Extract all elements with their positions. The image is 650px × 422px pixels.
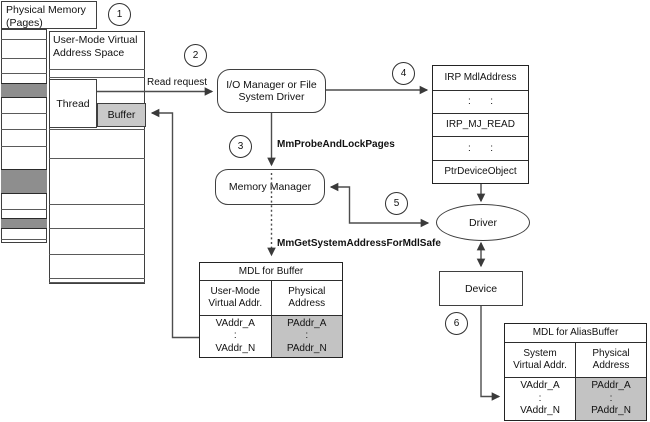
thread-label: Thread <box>56 97 90 110</box>
page-row-line <box>1 129 47 130</box>
mdl-alias-title: MDL for AliasBuffer <box>532 327 619 339</box>
memory-manager-box: Memory Manager <box>215 169 325 205</box>
address-row-line <box>49 254 145 255</box>
mdl-alias-col1-header: System Virtual Addr. <box>513 347 567 372</box>
irp-row-dots: : : <box>433 136 528 159</box>
driver-ellipse: Driver <box>436 204 530 241</box>
page-row-line <box>1 58 47 59</box>
get-system-address-label: MmGetSystemAddressForMdlSafe <box>277 238 441 249</box>
user-mode-label: User-Mode Virtual Address Space <box>53 34 138 59</box>
arrow-mdl-to-buffer <box>150 108 199 339</box>
mdl-alias-col2-header: Physical Address <box>575 343 646 377</box>
used-page-row <box>1 83 47 98</box>
address-row-line <box>49 77 145 78</box>
mdl-buffer-paddr-cell: PAddr_A : PAddr_N <box>270 316 342 357</box>
used-page-row <box>1 169 47 194</box>
address-row-line <box>49 158 145 159</box>
arrow-device-to-alias-mdl <box>480 306 501 401</box>
address-row-line <box>49 129 145 130</box>
address-row-line <box>49 228 145 229</box>
irp-row-ptrdeviceobject: PtrDeviceObject <box>433 159 528 183</box>
irp-row-dots: : : <box>433 89 528 113</box>
mdl-buffer-col1-header: User-Mode Virtual Addr. <box>208 285 263 310</box>
physical-memory-label: Physical Memory (Pages) <box>6 4 86 29</box>
irp-table: IRP MdlAddress : : IRP_MJ_READ : : PtrDe… <box>432 65 529 184</box>
step-badge-2: 2 <box>184 44 207 67</box>
probe-and-lock-label: MmProbeAndLockPages <box>277 139 395 150</box>
page-row-line <box>1 146 47 147</box>
irp-row-mj-read: IRP_MJ_READ <box>433 113 528 136</box>
step-badge-3: 3 <box>229 135 252 158</box>
mdl-buffer-col2-header: Physical Address <box>270 281 343 315</box>
read-request-label: Read request <box>147 77 208 88</box>
address-row-line <box>49 204 145 205</box>
user-mode-column <box>49 31 145 284</box>
mdl-buffer-vaddr-cell: VAddr_A : VAddr_N <box>215 317 256 354</box>
page-row-line <box>1 39 47 40</box>
buffer-label: Buffer <box>107 109 136 121</box>
thread-box: Thread <box>49 79 97 128</box>
step-badge-6: 6 <box>445 312 468 335</box>
step-badge-4: 4 <box>392 62 415 85</box>
arrow-memory-manager-driver-double <box>329 182 430 228</box>
irp-row-mdladdress: IRP MdlAddress <box>444 72 517 84</box>
mdl-aliasbuffer-table: MDL for AliasBuffer System Virtual Addr.… <box>504 323 647 421</box>
mdl-buffer-title: MDL for Buffer <box>238 265 304 277</box>
page-row-line <box>1 239 47 240</box>
address-row-line <box>49 69 145 70</box>
physical-memory-column <box>1 29 47 243</box>
page-row-line <box>1 73 47 74</box>
page-row-line <box>1 209 47 210</box>
address-row-line <box>49 278 145 279</box>
mdl-alias-vaddr-cell: VAddr_A : VAddr_N <box>520 380 560 417</box>
used-page-row <box>1 218 47 229</box>
io-manager-box: I/O Manager or File System Driver <box>217 69 326 113</box>
buffer-box: Buffer <box>97 103 146 127</box>
mdl-alias-paddr-cell: PAddr_A : PAddr_N <box>575 378 646 420</box>
page-row-line <box>1 113 47 114</box>
physical-memory-label-box: Physical Memory (Pages) <box>1 1 97 29</box>
mdl-buffer-table: MDL for Buffer User-Mode Virtual Addr. P… <box>199 262 343 358</box>
step-badge-1: 1 <box>108 3 131 26</box>
address-row-line <box>49 282 145 283</box>
step-badge-5: 5 <box>385 192 408 215</box>
device-box: Device <box>439 271 523 306</box>
